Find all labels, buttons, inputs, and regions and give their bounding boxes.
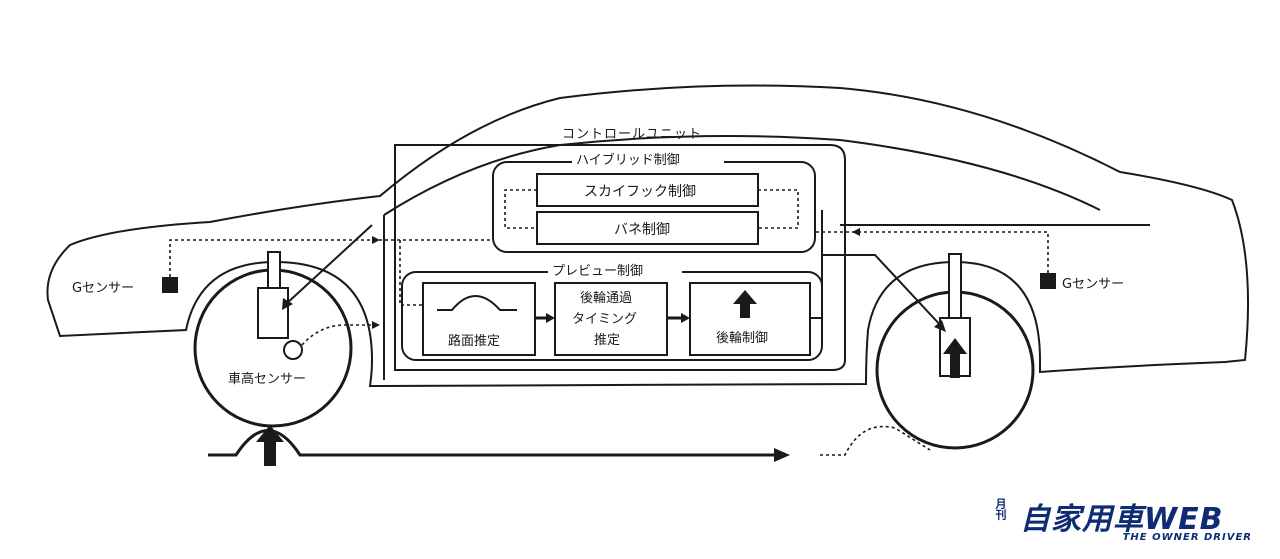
g-sensor-right-icon — [1040, 273, 1056, 289]
window-line — [383, 135, 1101, 216]
g-sensor-right-signal — [815, 231, 1049, 273]
front-strut-rod — [267, 251, 281, 293]
watermark-logo-text: 自家用車WEB — [1020, 502, 1224, 537]
road-line-rear-dotted — [820, 425, 931, 456]
control-unit-label: コントロールユニット — [562, 127, 702, 142]
spring-control-box — [536, 211, 759, 245]
output-to-rear-strut — [821, 210, 944, 329]
g-sensor-left-icon — [162, 277, 178, 293]
rear-control-label: 後輪制御 — [716, 330, 768, 346]
road-estimate-box — [422, 282, 536, 356]
rear-strut-rod — [948, 253, 962, 321]
rear-pass-label-1: 後輪通過 — [580, 290, 632, 306]
road-bump-icon — [437, 295, 517, 311]
control-unit-frame — [394, 144, 846, 371]
rear-pass-timing-box — [554, 282, 668, 356]
hybrid-control-label: ハイブリッド制御 — [576, 152, 680, 168]
watermark-subtitle: THE OWNER DRIVER — [1122, 532, 1252, 543]
height-sensor-link — [301, 324, 380, 346]
hybrid-dotted-link-left — [504, 189, 537, 229]
rear-control-arrow-icon — [733, 290, 757, 318]
skyhook-control-label: スカイフック制御 — [584, 184, 696, 200]
rear-actuator-arrow-icon — [943, 338, 967, 378]
height-sensor-label: 車高センサー — [228, 371, 306, 387]
g-sensor-left-label: Gセンサー — [72, 281, 134, 296]
control-to-front-strut — [284, 224, 373, 306]
spring-control-label: バネ制御 — [614, 222, 670, 238]
g-sensor-left-signal — [169, 239, 493, 277]
height-sensor-icon — [283, 340, 303, 360]
front-strut-body — [257, 287, 289, 339]
travel-arrow-head — [774, 448, 790, 462]
preview-control-label: プレビュー制御 — [552, 264, 643, 279]
road-input-arrow-icon — [256, 425, 284, 466]
road-line-front — [208, 429, 775, 457]
rear-pass-label-3: 推定 — [594, 333, 620, 348]
watermark-side-text: 月刊 — [994, 498, 1007, 520]
rear-pass-label-2: タイミング — [572, 312, 637, 327]
road-estimate-label: 路面推定 — [448, 333, 500, 349]
front-sensor-to-preview — [399, 240, 423, 306]
hybrid-dotted-link-right — [758, 189, 799, 229]
car-body-outline — [46, 84, 1250, 388]
publisher-watermark: 月刊 自家用車WEB THE OWNER DRIVER — [992, 494, 1252, 546]
rear-control-output — [810, 255, 823, 319]
g-sensor-right-label: Gセンサー — [1062, 277, 1124, 292]
